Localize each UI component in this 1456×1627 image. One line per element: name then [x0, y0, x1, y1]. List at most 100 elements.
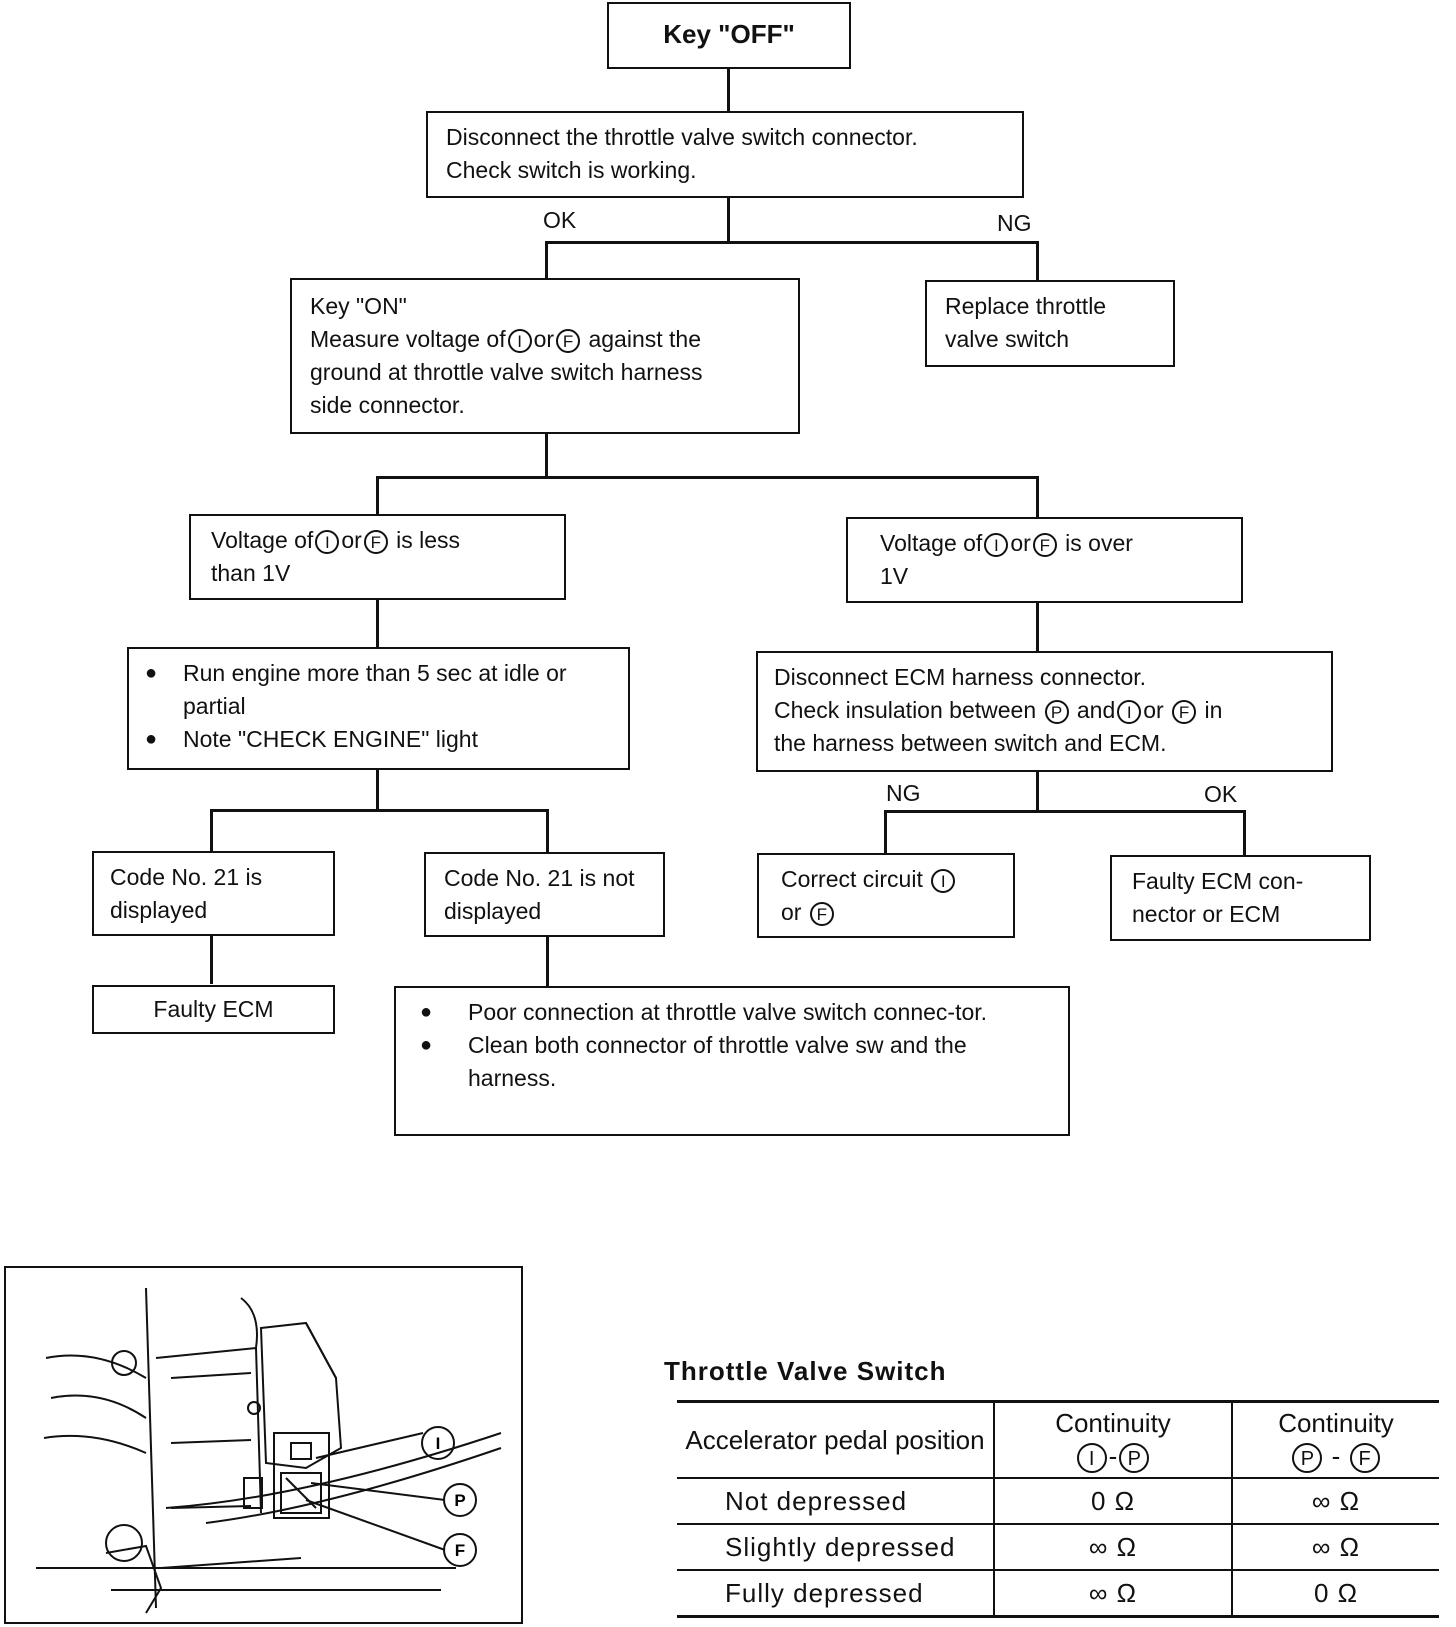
- terminal-i-icon: I: [984, 532, 1009, 557]
- dash-text: -: [1108, 1441, 1118, 1471]
- throttle-body-drawing: I P F: [36, 1287, 502, 1614]
- terminal-i-label: I: [436, 1434, 441, 1453]
- connector-line: [1036, 241, 1039, 282]
- box-text: Voltage of: [880, 530, 983, 556]
- box-text: Voltage of: [211, 527, 314, 553]
- connector-line: [546, 809, 549, 854]
- continuity-ip-cell: 0 Ω: [993, 1478, 1232, 1526]
- terminal-p-icon: P: [1119, 1443, 1150, 1474]
- header-pedal-position: Accelerator pedal position: [677, 1400, 994, 1480]
- box-text: Check insulation between: [774, 697, 1037, 723]
- continuity-pf-cell: 0 Ω: [1231, 1570, 1439, 1619]
- connector-line: [1036, 770, 1039, 812]
- table-title: Throttle Valve Switch: [664, 1356, 947, 1386]
- connector-line: [884, 810, 887, 855]
- pedal-position-cell: Slightly depressed: [677, 1524, 994, 1572]
- continuity-ip-cell: ∞ Ω: [993, 1524, 1232, 1572]
- terminal-f-icon: F: [556, 328, 581, 353]
- table-row: Fully depressed ∞ Ω 0 Ω: [677, 1570, 1439, 1619]
- box-text: in: [1204, 697, 1223, 723]
- key-off-box: Key "OFF": [607, 2, 851, 69]
- box-text: or: [781, 899, 802, 925]
- table-row: Slightly depressed ∞ Ω ∞ Ω: [677, 1524, 1439, 1572]
- ok-label: OK: [1204, 781, 1238, 807]
- box-text: Faulty ECM: [153, 996, 274, 1022]
- box-text: Replace throttle valve switch: [945, 293, 1107, 352]
- terminal-i-icon: I: [1117, 699, 1142, 724]
- connector-line: [546, 934, 549, 987]
- connector-line: [727, 196, 730, 242]
- box-text: or: [1143, 697, 1164, 723]
- continuity-pf-cell: ∞ Ω: [1231, 1524, 1439, 1572]
- box-text: and: [1076, 697, 1116, 723]
- terminal-f-label: F: [455, 1541, 465, 1560]
- disconnect-switch-box: Disconnect the throttle valve switch con…: [426, 111, 1024, 198]
- connector-line: [1243, 810, 1246, 857]
- box-text: Key "ON": [310, 293, 407, 319]
- code-displayed-box: Code No. 21 is displayed: [92, 851, 335, 936]
- connector-line: [210, 809, 213, 854]
- pedal-position-cell: Fully depressed: [677, 1570, 994, 1619]
- ok-label: OK: [543, 207, 577, 233]
- connector-line: [210, 809, 549, 812]
- terminal-i-icon: I: [315, 529, 340, 554]
- box-text: Correct circuit: [781, 866, 923, 892]
- connector-line: [376, 476, 1039, 479]
- ng-label: NG: [886, 780, 921, 806]
- header-text: Continuity: [1055, 1408, 1171, 1438]
- bullet-item: Clean both connector of throttle valve s…: [412, 1029, 1054, 1095]
- terminal-f-icon: F: [1032, 532, 1057, 557]
- table-row: Not depressed 0 Ω ∞ Ω: [677, 1478, 1439, 1526]
- correct-circuit-box: Correct circuit I or F: [757, 853, 1015, 938]
- header-text: Continuity: [1278, 1408, 1394, 1438]
- terminal-f-icon: F: [1172, 699, 1197, 724]
- connector-line: [545, 241, 548, 280]
- connector-line: [1036, 476, 1039, 519]
- switch-location-illustration: I P F: [4, 1266, 523, 1624]
- connector-line: [1036, 601, 1039, 653]
- box-text: or: [533, 326, 555, 352]
- ng-label: NG: [997, 210, 1032, 236]
- faulty-ecm-box: Faulty ECM: [92, 985, 335, 1034]
- box-text: Check switch is working.: [446, 157, 697, 183]
- box-text: or: [1010, 530, 1031, 556]
- box-text: is over: [1065, 530, 1133, 556]
- connector-line: [545, 432, 548, 478]
- dash-text: -: [1331, 1441, 1341, 1471]
- replace-switch-box: Replace throttle valve switch: [925, 280, 1175, 367]
- ecm-insulation-box: Disconnect ECM harness connector. Check …: [756, 651, 1333, 772]
- box-text: or: [341, 527, 362, 553]
- header-continuity-pf: Continuity P - F: [1231, 1400, 1439, 1480]
- continuity-table: Accelerator pedal position Continuity I-…: [677, 1400, 1439, 1619]
- connector-line: [376, 768, 379, 811]
- connector-line: [376, 598, 379, 649]
- terminal-p-label: P: [454, 1491, 465, 1510]
- bullet-item: Poor connection at throttle valve switch…: [412, 996, 1054, 1029]
- box-text: Measure voltage of: [310, 326, 506, 352]
- continuity-ip-cell: ∞ Ω: [993, 1570, 1232, 1619]
- box-text: ground at throttle valve switch harness: [310, 359, 703, 385]
- terminal-p-icon: P: [1292, 1443, 1323, 1474]
- faulty-connector-box: Faulty ECM con-nector or ECM: [1110, 855, 1371, 941]
- pedal-position-cell: Not depressed: [677, 1478, 994, 1526]
- box-text: than 1V: [211, 560, 291, 586]
- bullet-item: Run engine more than 5 sec at idle or pa…: [137, 657, 610, 723]
- box-text: Disconnect the throttle valve switch con…: [446, 124, 918, 150]
- header-continuity-ip: Continuity I-P: [993, 1400, 1232, 1480]
- box-text: Key "OFF": [663, 19, 795, 49]
- poor-connection-box: Poor connection at throttle valve switch…: [394, 986, 1070, 1136]
- box-text: Disconnect ECM harness connector.: [774, 664, 1147, 690]
- terminal-i-icon: I: [1076, 1443, 1107, 1474]
- terminal-f-icon: F: [363, 529, 388, 554]
- terminal-f-icon: F: [809, 901, 834, 926]
- run-engine-box: Run engine more than 5 sec at idle or pa…: [127, 647, 630, 770]
- bullet-item: Note "CHECK ENGINE" light: [137, 723, 610, 756]
- code-not-displayed-box: Code No. 21 is not displayed: [424, 852, 665, 937]
- terminal-p-icon: P: [1044, 699, 1069, 724]
- box-text: against the: [588, 326, 701, 352]
- terminal-f-icon: F: [1349, 1443, 1380, 1474]
- box-text: 1V: [880, 563, 909, 589]
